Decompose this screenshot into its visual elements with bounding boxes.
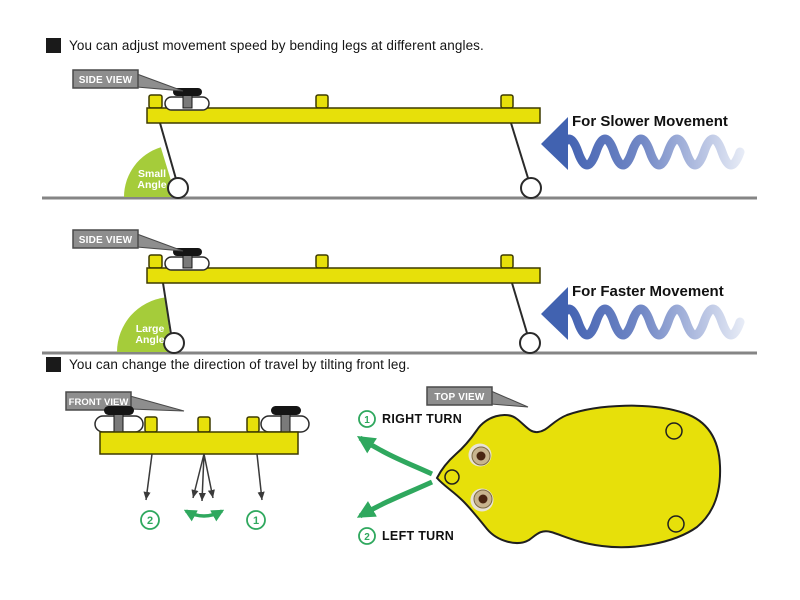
angle-label-line2: Angle xyxy=(137,179,166,191)
banner-pointer xyxy=(129,395,185,412)
rear-foot xyxy=(519,332,541,354)
marker-1-label: 1 xyxy=(253,515,259,527)
side-view-banner xyxy=(72,69,139,89)
side-view-slower-diagram: Small Angle SIDE VIEW For Slower Movemen… xyxy=(42,69,757,200)
side-view-faster-diagram: Large Angle SIDE VIEW For Faster Movemen… xyxy=(42,229,757,355)
marker-2-circle xyxy=(140,510,160,530)
rear-leg xyxy=(510,122,529,179)
tilted-leg-left xyxy=(143,453,153,501)
marker-1-circle xyxy=(358,410,376,428)
marker-1-circle xyxy=(246,510,266,530)
angle-label-line2: Angle xyxy=(135,334,164,346)
leg-mount-pin xyxy=(478,494,488,504)
section-speed-text: You can adjust movement speed by bending… xyxy=(69,38,484,53)
front-view-banner-label: FRONT VIEW xyxy=(69,397,129,408)
right-turn-label: RIGHT TURN xyxy=(382,412,462,426)
nose-hole xyxy=(444,469,460,485)
left-turn-arrow-icon xyxy=(356,479,434,519)
center-leg-position-middle xyxy=(198,453,206,502)
top-view-diagram: TOP VIEW 1 RIGHT TURN 2 LEFT TURN xyxy=(356,386,722,549)
front-foot xyxy=(163,332,185,354)
rear-foot xyxy=(520,177,542,199)
front-foot xyxy=(167,177,189,199)
side-view-banner-label: SIDE VIEW xyxy=(79,235,133,246)
arrow-left-icon xyxy=(541,117,568,170)
marker-2-circle xyxy=(358,527,376,545)
center-leg-position-right xyxy=(203,453,215,499)
front-view-banner xyxy=(65,391,132,411)
arrow-left-icon xyxy=(541,287,568,340)
section-direction-text: You can change the direction of travel b… xyxy=(69,357,410,372)
left-turn-label: LEFT TURN xyxy=(382,529,454,543)
marker-2-label: 2 xyxy=(147,515,153,527)
angle-label-line1: Small xyxy=(138,168,166,180)
platform-post xyxy=(148,94,163,109)
section-direction-header: You can change the direction of travel b… xyxy=(46,357,410,372)
rear-leg xyxy=(511,282,528,334)
wavy-arrow-tail xyxy=(555,134,745,170)
front-leg xyxy=(159,122,177,180)
banner-pointer xyxy=(490,390,529,408)
square-bullet-icon xyxy=(46,38,61,53)
tilted-leg-right xyxy=(256,453,265,501)
square-bullet-icon xyxy=(46,357,61,372)
right-turn-arrow-icon xyxy=(356,435,434,477)
platform-post xyxy=(315,254,329,269)
left-turn-num: 2 xyxy=(364,532,370,543)
platform-post xyxy=(246,416,260,433)
platform-post xyxy=(315,94,329,109)
angle-label-line1: Large xyxy=(136,323,165,335)
rear-hole xyxy=(667,515,685,533)
right-turn-num: 1 xyxy=(364,415,370,426)
platform-post xyxy=(144,416,158,433)
rear-hole xyxy=(665,422,683,440)
robot-body-top xyxy=(435,404,722,549)
faster-movement-caption: For Faster Movement xyxy=(572,283,724,300)
center-leg-position-left xyxy=(191,453,205,499)
platform-post xyxy=(197,416,211,433)
side-view-banner-label: SIDE VIEW xyxy=(79,75,133,86)
large-angle-wedge xyxy=(117,297,172,352)
clip-knob-icon xyxy=(271,406,301,415)
platform-bar xyxy=(146,267,541,284)
front-view-diagram: FRONT VIEW 2 1 xyxy=(65,391,310,530)
small-angle-wedge xyxy=(124,147,176,197)
slower-movement-caption: For Slower Movement xyxy=(572,113,728,130)
clip-knob-icon xyxy=(104,406,134,415)
wavy-arrow-tail xyxy=(555,304,745,340)
top-view-banner-label: TOP VIEW xyxy=(434,392,484,403)
platform-bar xyxy=(99,431,299,455)
banner-pointer xyxy=(136,73,184,92)
platform-post xyxy=(148,254,163,269)
leg-mount-pin xyxy=(476,451,486,461)
banner-pointer xyxy=(136,233,184,252)
side-view-banner xyxy=(72,229,139,249)
section-speed-header: You can adjust movement speed by bending… xyxy=(46,38,484,53)
top-view-banner xyxy=(426,386,493,406)
platform-post xyxy=(500,254,514,269)
tilt-range-arrow-icon xyxy=(183,509,225,522)
platform-bar xyxy=(146,107,541,124)
front-leg xyxy=(162,282,172,335)
platform-post xyxy=(500,94,514,109)
